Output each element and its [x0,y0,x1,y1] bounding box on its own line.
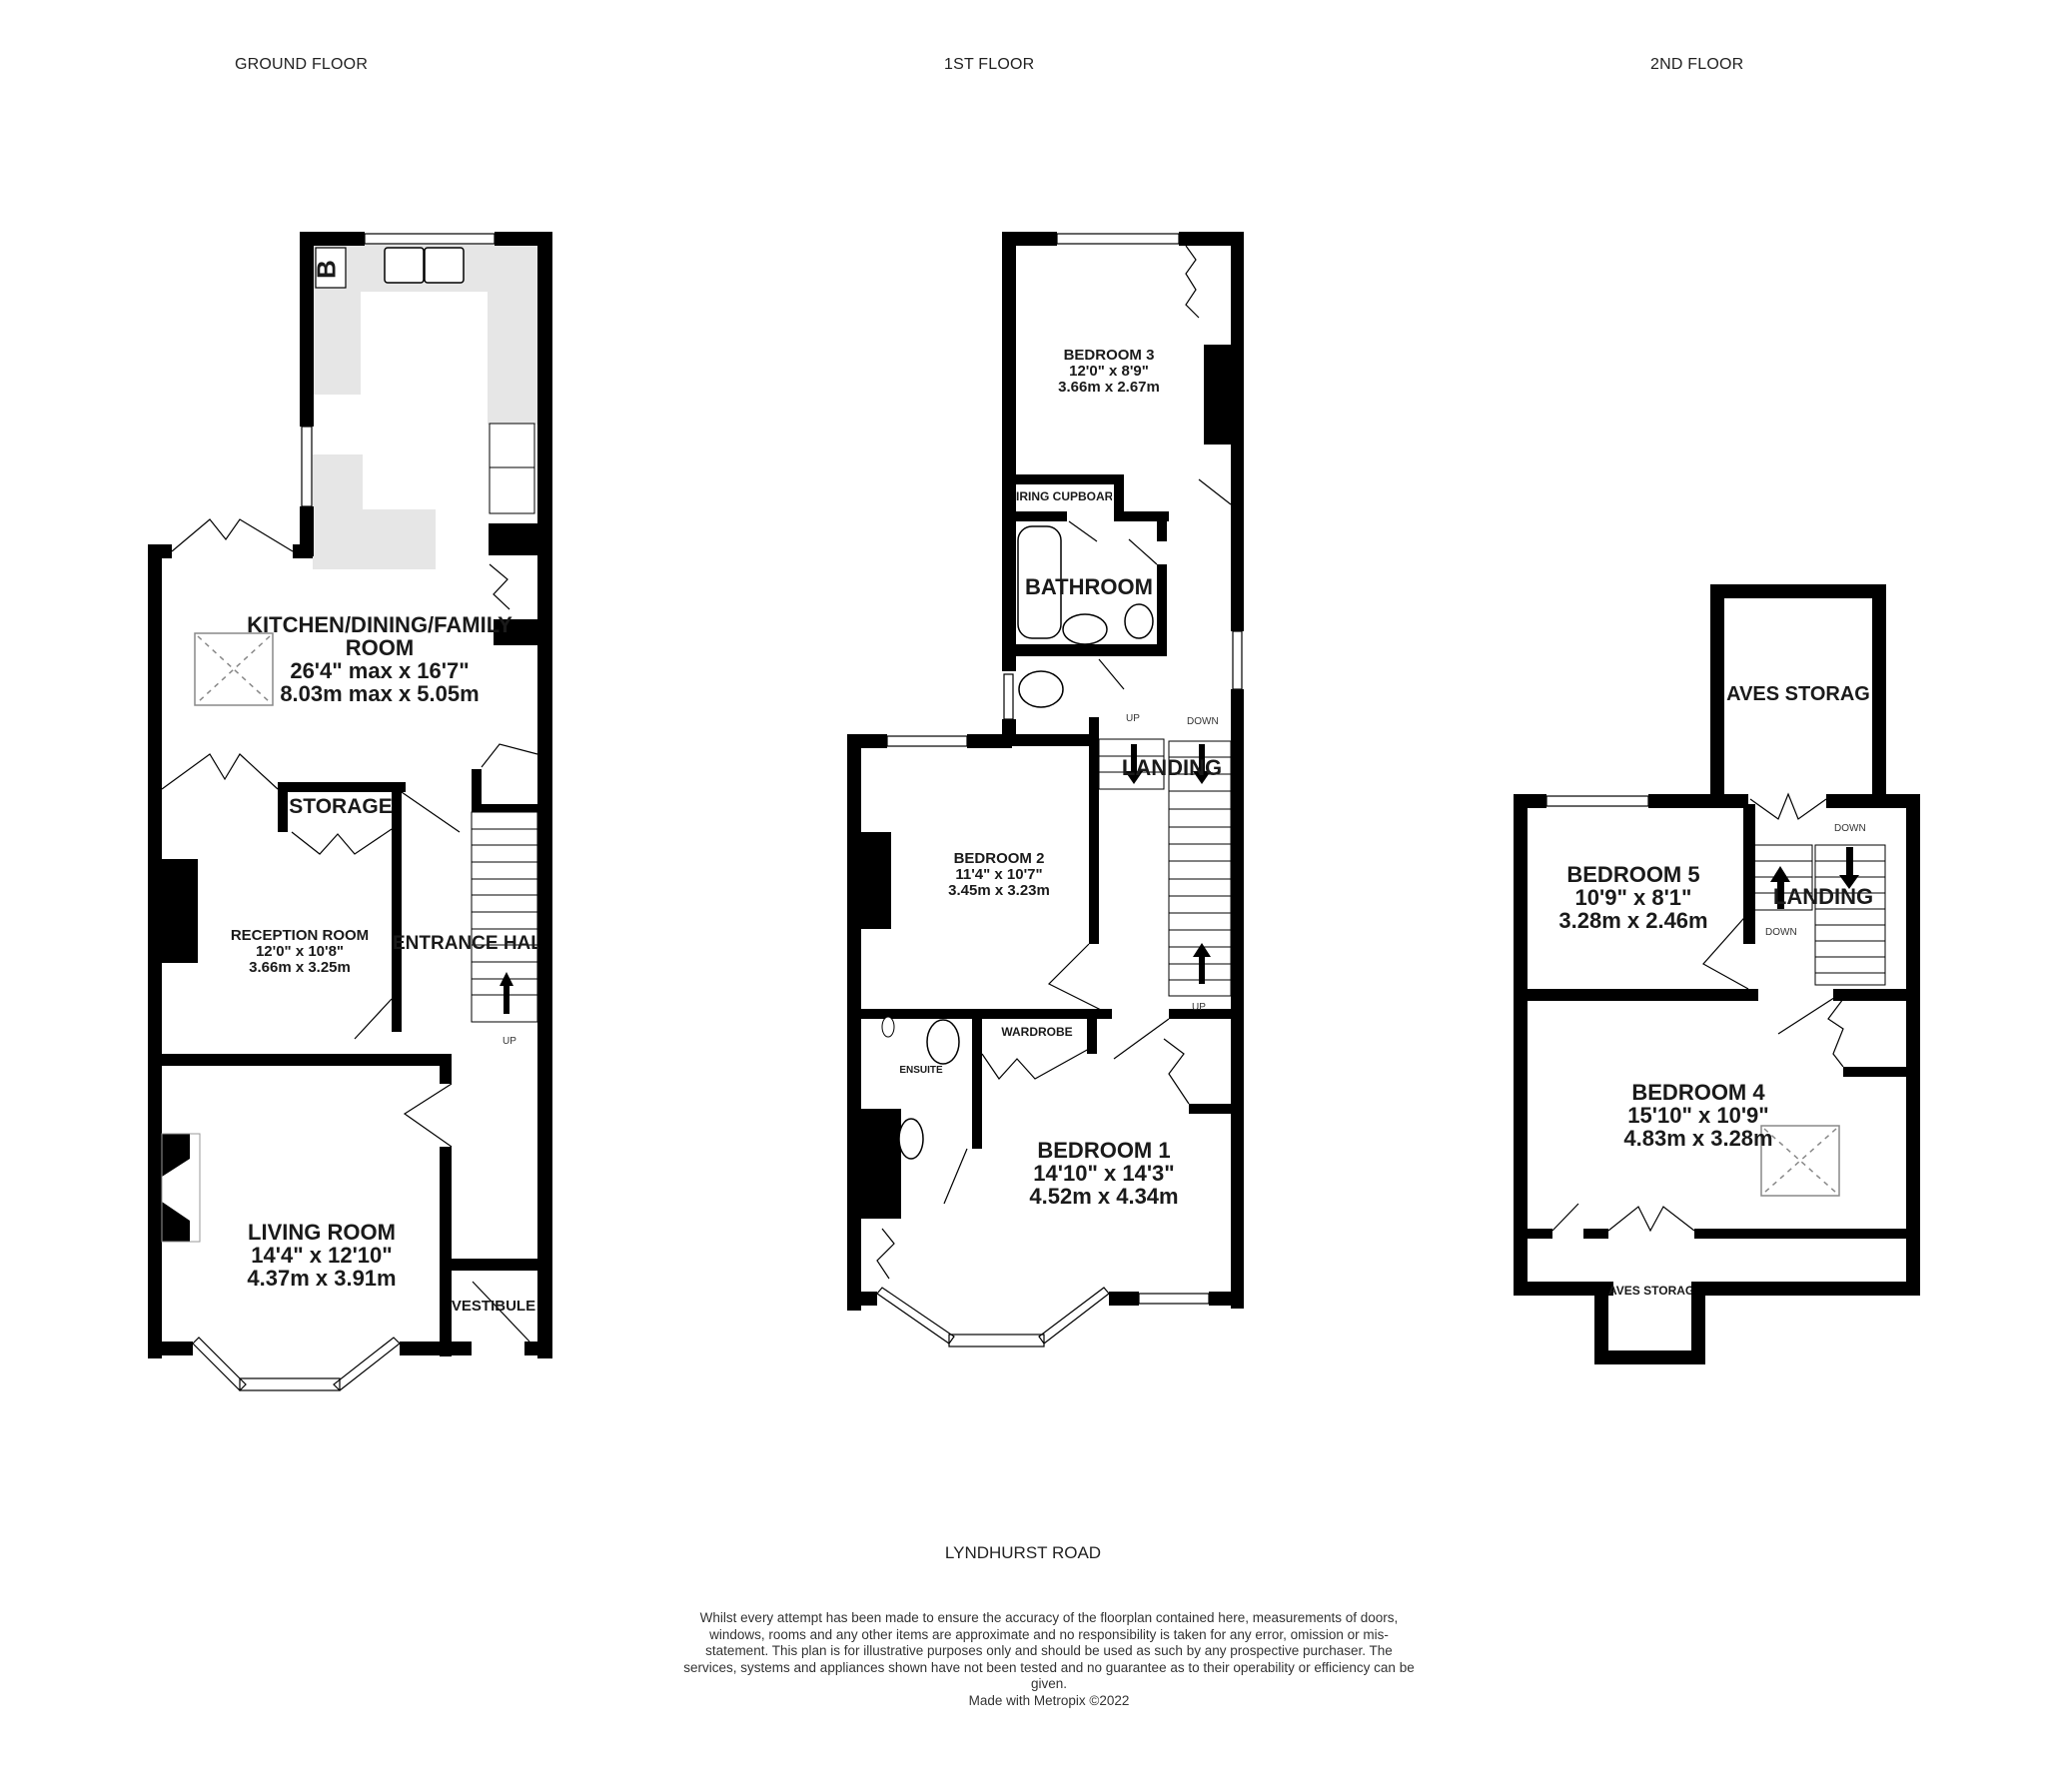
room-eaves-storage-bottom: AVES STORAG [1608,1285,1691,1298]
room-airing-cupboard: IRING CUPBOAR [1016,490,1112,503]
room-living: LIVING ROOM 14'4" x 12'10" 4.37m x 3.91m [222,1221,422,1290]
room-reception: RECEPTION ROOM 12'0" x 10'8" 3.66m x 3.2… [205,928,395,975]
room-vestibule: VESTIBULE [451,1299,536,1315]
room-ensuite: ENSUITE [899,1065,943,1076]
room-bathroom: BATHROOM [1025,574,1153,599]
ground-floor-title: GROUND FLOOR [235,56,369,73]
room-storage: STORAGE [289,795,393,818]
room-dimensions-imperial: 14'4" x 12'10" [251,1243,393,1269]
room-bedroom-4: BEDROOM 4 15'10" x 10'9" 4.83m x 3.28m [1613,1081,1783,1150]
stairs-up-lower-label: UP [1192,1002,1206,1013]
first-floor-plan [847,232,1244,1347]
room-eaves-storage-top: AVES STORAG [1726,684,1870,705]
room-dimensions-metric: 3.66m x 3.25m [249,958,351,976]
room-dimensions-metric: 3.45m x 3.23m [948,881,1050,899]
stairs-up-label: UP [1126,713,1140,724]
room-name: RECEPTION ROOM [230,927,370,944]
room-name: BEDROOM 5 [1566,862,1700,887]
room-dimensions-imperial: 12'0" x 8'9" [1069,362,1149,380]
stairs-down-label: DOWN [1187,716,1219,727]
room-bedroom-3: BEDROOM 3 12'0" x 8'9" 3.66m x 2.67m [1029,348,1189,395]
room-dimensions-metric: 3.28m x 2.46m [1558,908,1708,934]
room-dimensions-imperial: 12'0" x 10'8" [255,942,345,960]
ground-floor-plan [148,232,552,1391]
room-name: BEDROOM 2 [953,850,1045,867]
second-floor-title: 2ND FLOOR [1650,56,1744,73]
room-name-continued: ROOM [345,635,415,661]
room-name: KITCHEN/DINING/FAMILY [247,612,512,637]
disclaimer: Whilst every attempt has been made to en… [679,1610,1419,1709]
boiler-label: B [311,260,342,280]
room-dimensions-metric: 4.83m x 3.28m [1623,1126,1773,1152]
room-dimensions-imperial: 14'10" x 14'3" [1033,1161,1175,1187]
room-kitchen-dining-family: KITCHEN/DINING/FAMILY ROOM 26'4" max x 1… [215,613,544,705]
room-dimensions-imperial: 10'9" x 8'1" [1574,885,1692,911]
room-landing-2nd: LANDING [1772,884,1874,909]
room-name: LIVING ROOM [248,1220,396,1245]
room-dimensions-imperial: 11'4" x 10'7" [955,865,1043,883]
room-dimensions-metric: 4.52m x 4.34m [1029,1184,1179,1210]
room-landing: LANDING [1121,755,1223,780]
stairs-up-label: UP [503,1036,516,1047]
room-bedroom-1: BEDROOM 1 14'10" x 14'3" 4.52m x 4.34m [1004,1139,1204,1208]
room-dimensions-imperial: 26'4" max x 16'7" [290,658,470,684]
first-floor-title: 1ST FLOOR [944,56,1035,73]
second-floor-plan [1514,584,1920,1364]
made-with-credit: Made with Metropix ©2022 [968,1692,1130,1708]
room-entrance-hall: ENTRANCE HAL [393,934,538,954]
stairs-down-label: DOWN [1834,823,1866,834]
room-dimensions-imperial: 15'10" x 10'9" [1627,1103,1769,1129]
disclaimer-text: Whilst every attempt has been made to en… [683,1610,1415,1691]
room-dimensions-metric: 4.37m x 3.91m [247,1266,397,1292]
stairs-down-label-2: DOWN [1765,927,1797,938]
room-dimensions-metric: 8.03m max x 5.05m [280,681,480,707]
room-name: BEDROOM 4 [1631,1080,1765,1105]
room-wardrobe: WARDROBE [1001,1025,1073,1039]
room-name: BEDROOM 3 [1063,347,1155,364]
room-name: BEDROOM 1 [1037,1138,1171,1163]
room-bedroom-2: BEDROOM 2 11'4" x 10'7" 3.45m x 3.23m [919,851,1079,898]
room-bedroom-5: BEDROOM 5 10'9" x 8'1" 3.28m x 2.46m [1538,863,1728,932]
property-address: LYNDHURST ROAD [944,1543,1102,1562]
room-dimensions-metric: 3.66m x 2.67m [1058,378,1160,396]
